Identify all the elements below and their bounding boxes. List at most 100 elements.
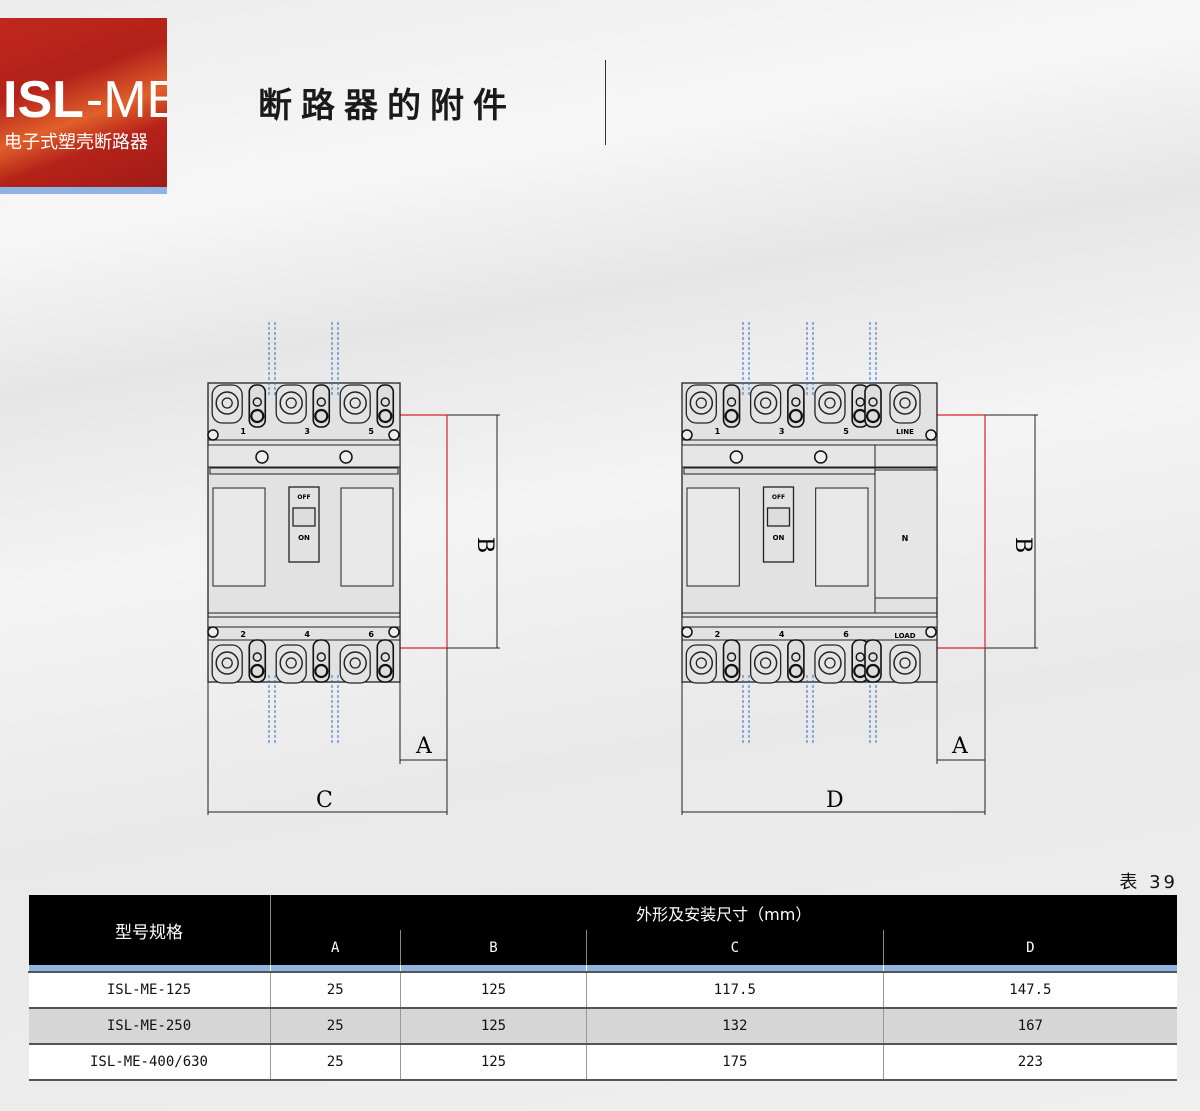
slot-hole-icon	[250, 408, 265, 424]
cover-screw-icon	[255, 450, 269, 464]
cell-a: 25	[269, 1044, 401, 1081]
left-red-outline	[400, 414, 448, 649]
terminal-screw-core	[899, 657, 911, 669]
mount-screw-icon	[681, 626, 693, 638]
cell-a: 25	[269, 1008, 401, 1045]
terminal-screw-core	[349, 397, 361, 409]
mount-screw-icon	[388, 429, 400, 441]
cover-band	[207, 444, 401, 468]
dim-label-d: D	[826, 788, 844, 813]
table-row: ISL-ME-400/630 25 125 175 223	[28, 1044, 1177, 1081]
terminal-number-bottom: 2	[240, 630, 246, 639]
mount-screw-icon	[207, 429, 219, 441]
cover-screw-icon	[813, 450, 828, 464]
handle-on-label: ON	[298, 534, 310, 542]
bottom-rail	[681, 616, 938, 628]
slot-hole-icon	[724, 663, 739, 679]
header-model: 型号规格	[28, 895, 270, 965]
slot-hole-icon	[788, 408, 803, 424]
dim-label-b-left: B	[472, 537, 497, 553]
cell-d: 223	[882, 1044, 1177, 1081]
terminal-screw-icon	[343, 391, 367, 415]
cell-model: ISL-ME-125	[28, 972, 270, 1009]
page-title: 断路器的附件	[258, 86, 516, 126]
terminal-number-bottom: 4	[779, 630, 785, 639]
cell-b: 125	[399, 1044, 587, 1081]
cell-b: 125	[399, 972, 587, 1009]
header-accent-row	[28, 965, 1177, 973]
terminal-screw-core	[759, 397, 772, 409]
terminal-screw-core	[285, 657, 297, 669]
slot-hole-icon	[250, 663, 265, 679]
terminal-number-top: 1	[240, 427, 246, 436]
logo-accent-bar	[0, 187, 167, 194]
handle-on-label: ON	[773, 534, 785, 542]
logo-subtitle: 电子式塑壳断路器	[4, 132, 148, 153]
mount-screw-icon	[207, 626, 219, 638]
handle-off-label: OFF	[297, 494, 310, 501]
cell-a: 25	[269, 972, 401, 1009]
slot-screw-icon	[791, 652, 801, 662]
slot-screw-icon	[252, 397, 262, 407]
terminal-screw-core	[824, 657, 836, 669]
terminal-screw-icon	[893, 391, 917, 415]
terminal-screw-core	[221, 397, 233, 409]
terminal-screw-core	[349, 657, 361, 669]
cover-panel-right	[340, 487, 394, 587]
cell-model: ISL-ME-400/630	[28, 1044, 270, 1081]
slot-screw-icon	[726, 652, 737, 662]
right-red-outline	[937, 414, 986, 649]
terminal-screw-core	[899, 397, 911, 409]
cell-model: ISL-ME-250	[28, 1008, 270, 1045]
neutral-label: N	[902, 534, 909, 543]
table-number: 表 39	[1119, 872, 1178, 893]
terminal-screw-icon	[818, 391, 842, 415]
handle-off-label: OFF	[772, 494, 785, 501]
header-dimensions-group: 外形及安装尺寸（mm）	[269, 895, 1177, 930]
terminal-screw-icon	[279, 651, 303, 675]
cover-panel-left	[212, 487, 266, 587]
slot-screw-icon	[316, 397, 326, 407]
cover-panel-left	[686, 487, 740, 587]
cell-d: 167	[882, 1008, 1177, 1045]
left-dimensions	[207, 414, 500, 815]
terminal-number-top: 5	[843, 427, 849, 436]
load-label: LOAD	[894, 632, 915, 640]
mount-screw-icon	[681, 429, 693, 441]
mount-screw-icon	[388, 626, 400, 638]
terminal-screw-icon	[818, 651, 842, 675]
slot-hole-icon	[314, 408, 329, 424]
title-divider	[605, 60, 606, 145]
terminal-screw-core	[759, 657, 772, 669]
terminal-screw-icon	[689, 651, 714, 675]
cell-c: 175	[585, 1044, 884, 1081]
line-label: LINE	[896, 428, 914, 436]
terminal-screw-icon	[893, 651, 917, 675]
toggle-handle	[292, 507, 316, 527]
mount-screw-icon	[925, 626, 937, 638]
neutral-pole-cover	[874, 469, 938, 599]
header-col-c: C	[585, 930, 884, 965]
logo-brand: ISL-ME	[3, 72, 167, 128]
cell-d: 147.5	[882, 972, 1177, 1009]
cell-b: 125	[399, 1008, 587, 1045]
slot-screw-icon	[868, 397, 878, 407]
header-col-d: D	[882, 930, 1177, 965]
cover-screw-icon	[729, 450, 744, 464]
terminal-screw-icon	[343, 651, 367, 675]
terminal-screw-core	[695, 397, 707, 409]
terminal-screw-icon	[753, 391, 778, 415]
terminal-number-bottom: 6	[368, 630, 374, 639]
terminal-screw-core	[695, 657, 707, 669]
table-row: ISL-ME-250 25 125 132 167	[28, 1008, 1177, 1045]
dimensions-table: 型号规格 外形及安装尺寸（mm） A B C D ISL-ME-125 25 1…	[28, 895, 1177, 1081]
terminal-screw-icon	[753, 651, 778, 675]
dim-label-a-right: A	[951, 734, 969, 759]
terminal-screw-icon	[215, 391, 239, 415]
terminal-screw-core	[285, 397, 297, 409]
slot-screw-icon	[252, 652, 262, 662]
logo-brand-rest: -ME	[85, 71, 167, 129]
dim-label-a-left: A	[415, 734, 433, 759]
